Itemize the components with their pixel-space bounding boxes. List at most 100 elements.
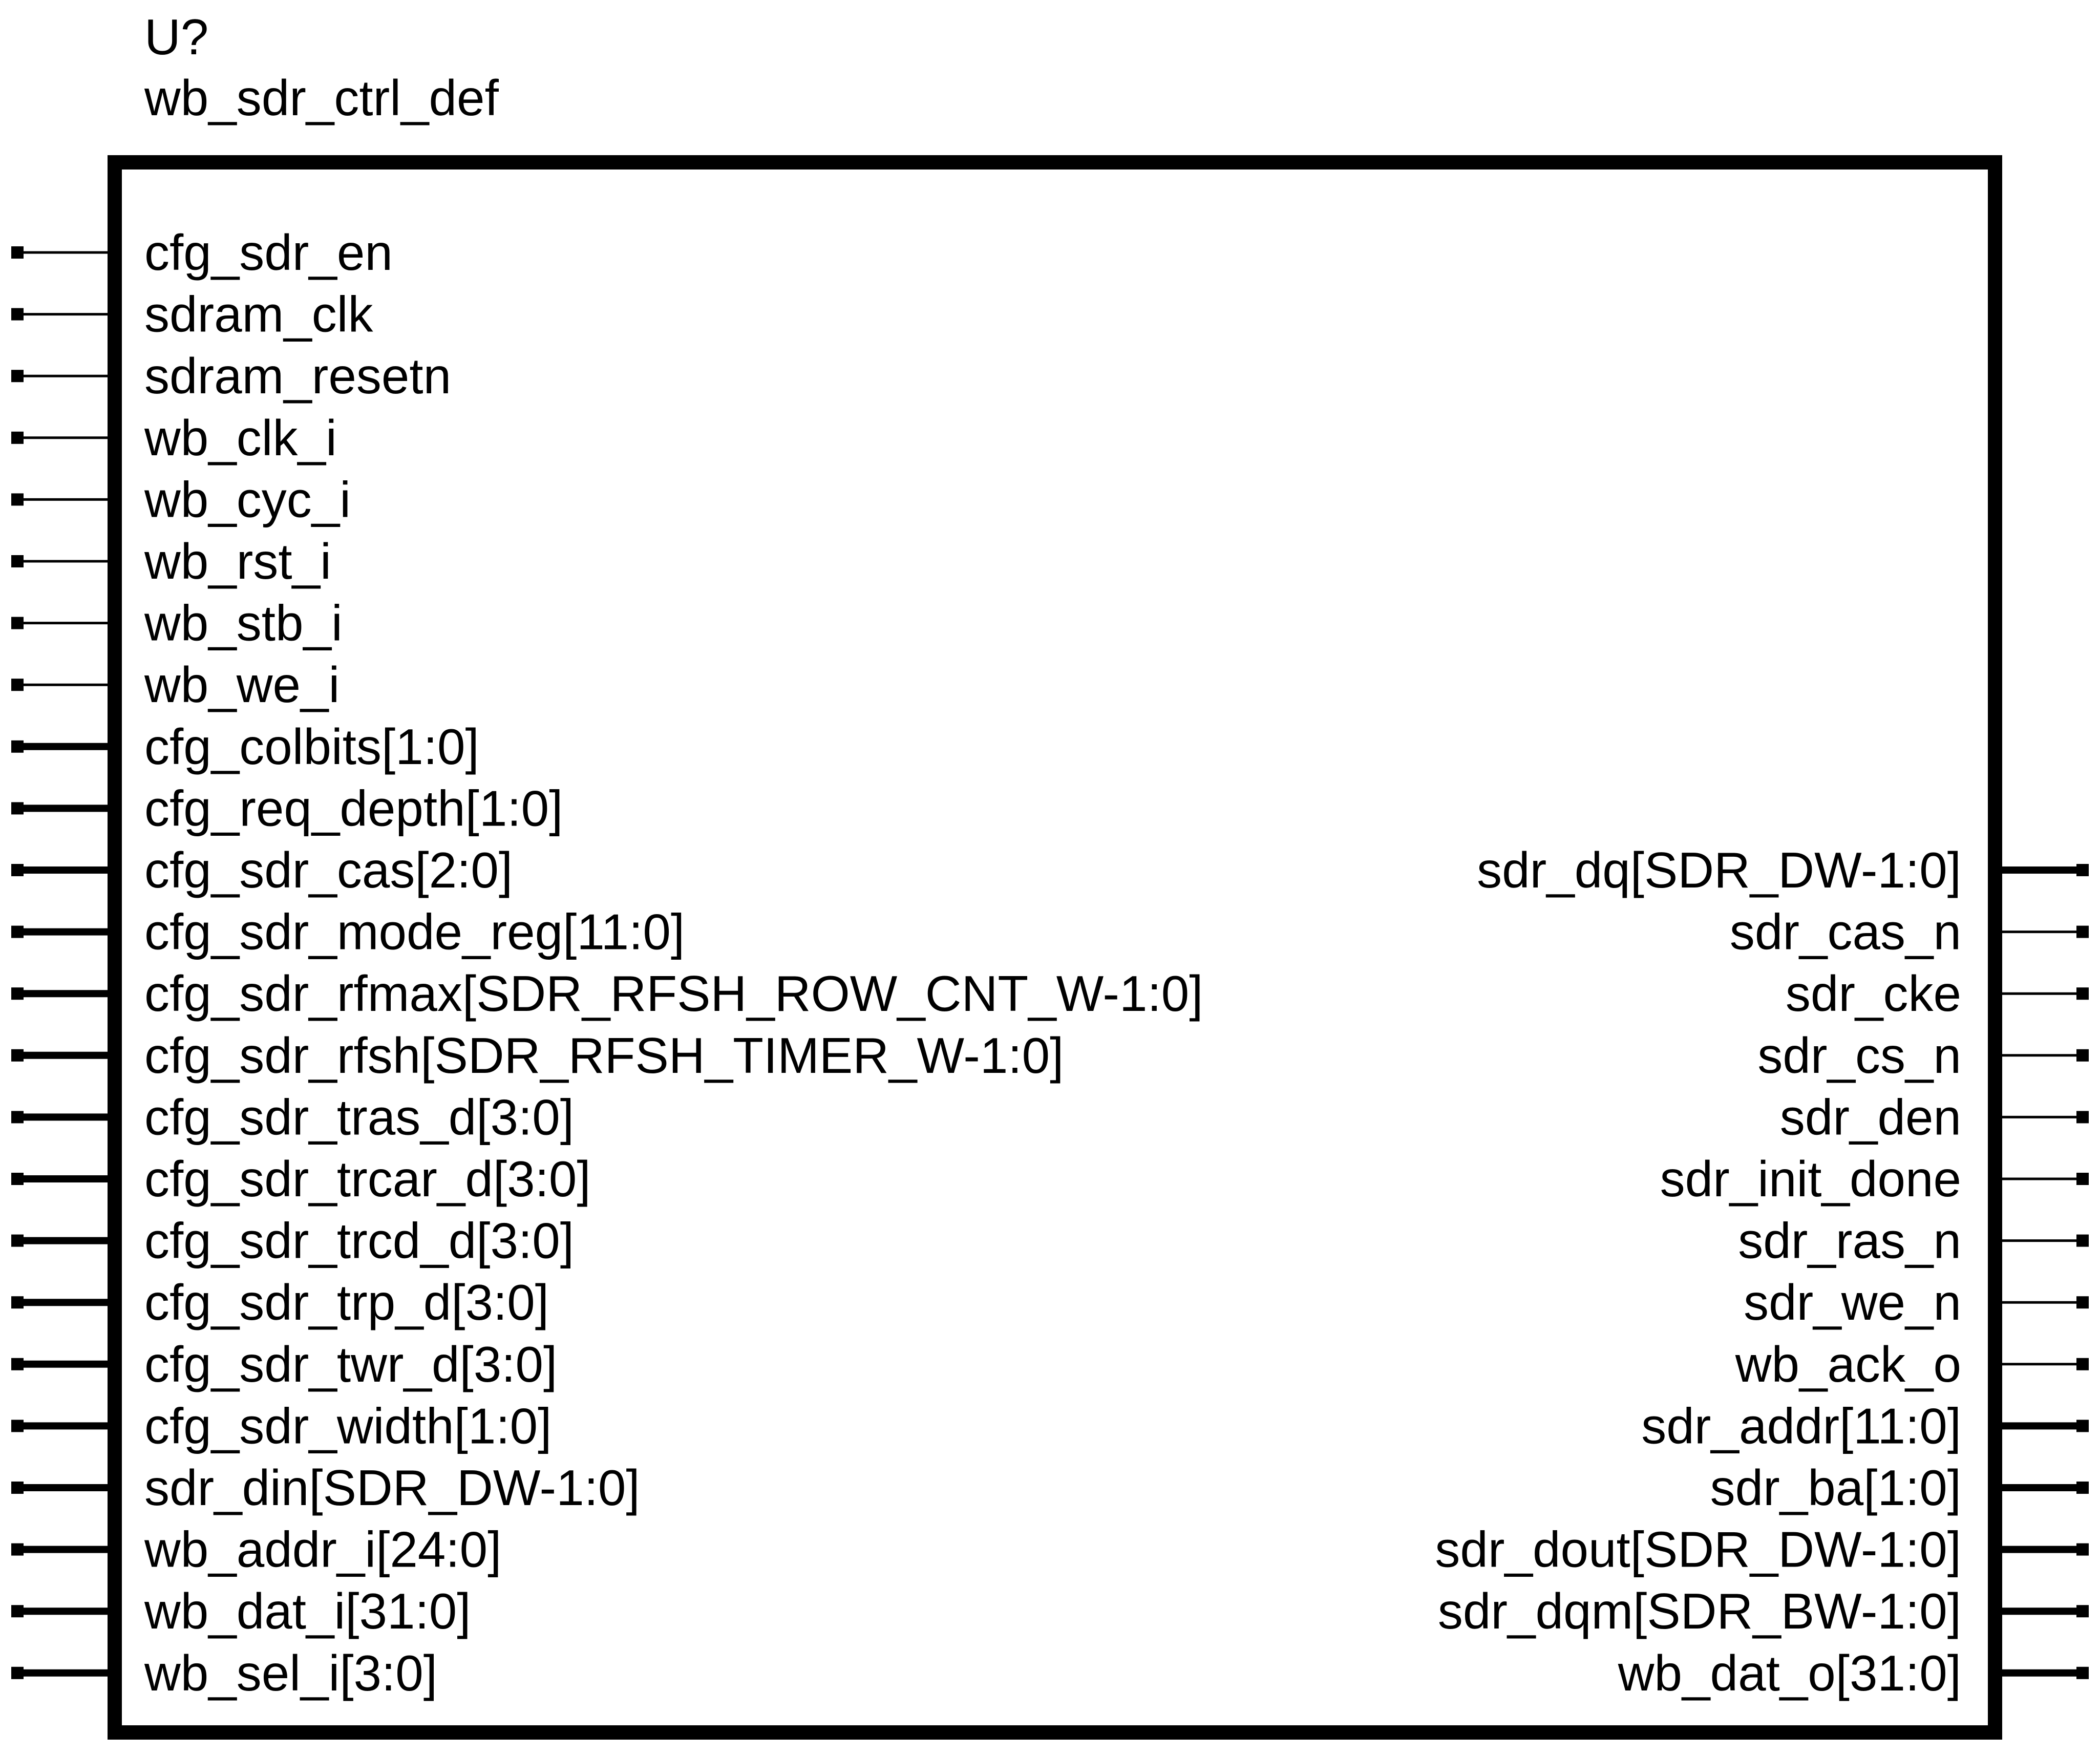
left-pin-label: cfg_sdr_width[1:0] — [144, 1398, 551, 1454]
pin-terminal[interactable] — [2076, 925, 2089, 938]
right-pin-label: wb_dat_o[31:0] — [1618, 1645, 1961, 1701]
right-pin-label: wb_ack_o — [1735, 1336, 1961, 1392]
pin-terminal[interactable] — [11, 1358, 24, 1370]
pin-terminal[interactable] — [11, 246, 24, 259]
left-pin-sdr-din-sdr-dw-1-0: sdr_din[SDR_DW-1:0] — [11, 1460, 640, 1516]
right-pin-label: sdr_cas_n — [1730, 904, 1961, 960]
pin-terminal[interactable] — [11, 1173, 24, 1185]
pin-terminal[interactable] — [2076, 864, 2089, 876]
right-pin-sdr-ba-1-0: sdr_ba[1:0] — [1710, 1460, 2089, 1516]
left-pin-cfg-sdr-width-1-0: cfg_sdr_width[1:0] — [11, 1398, 551, 1454]
pin-terminal[interactable] — [11, 802, 24, 815]
pin-terminal[interactable] — [2076, 1173, 2089, 1185]
pin-terminal[interactable] — [11, 1049, 24, 1062]
left-pin-label: sdr_din[SDR_DW-1:0] — [144, 1460, 640, 1516]
pin-terminal[interactable] — [11, 1482, 24, 1494]
pin-terminal[interactable] — [2076, 1234, 2089, 1247]
left-pin-wb-stb-i: wb_stb_i — [11, 595, 343, 651]
left-pin-wb-cyc-i: wb_cyc_i — [11, 471, 351, 527]
pin-terminal[interactable] — [11, 1296, 24, 1309]
pin-terminal[interactable] — [2076, 1605, 2089, 1618]
left-pin-label: cfg_sdr_trcar_d[3:0] — [144, 1151, 591, 1207]
pin-terminal[interactable] — [11, 1111, 24, 1124]
right-pin-label: sdr_dq[SDR_DW-1:0] — [1477, 842, 1961, 898]
right-pin-sdr-we-n: sdr_we_n — [1744, 1274, 2089, 1330]
right-pin-sdr-dout-sdr-dw-1-0: sdr_dout[SDR_DW-1:0] — [1435, 1521, 2089, 1578]
right-pin-sdr-cas-n: sdr_cas_n — [1730, 904, 2089, 960]
left-pin-wb-we-i: wb_we_i — [11, 657, 340, 713]
pin-terminal[interactable] — [11, 1605, 24, 1618]
pin-terminal[interactable] — [11, 370, 24, 383]
left-pin-wb-dat-i-31-0: wb_dat_i[31:0] — [11, 1583, 471, 1639]
left-pin-label: sdram_clk — [144, 286, 374, 343]
left-pin-label: cfg_sdr_trp_d[3:0] — [144, 1274, 549, 1330]
right-pin-wb-dat-o-31-0: wb_dat_o[31:0] — [1618, 1645, 2089, 1701]
pin-terminal[interactable] — [2076, 987, 2089, 1000]
pin-terminal[interactable] — [11, 493, 24, 506]
pin-terminal[interactable] — [11, 617, 24, 629]
component-name: wb_sdr_ctrl_def — [144, 70, 499, 126]
pin-terminal[interactable] — [2076, 1666, 2089, 1679]
right-pin-group: sdr_dq[SDR_DW-1:0] sdr_cas_nsdr_ckesdr_cs… — [1435, 842, 2089, 1701]
left-pin-label: wb_we_i — [144, 657, 340, 713]
left-pin-wb-rst-i: wb_rst_i — [11, 533, 331, 589]
left-pin-cfg-sdr-cas-2-0: cfg_sdr_cas[2:0] — [11, 842, 513, 898]
left-pin-cfg-sdr-en: cfg_sdr_en — [11, 224, 393, 281]
pin-terminal[interactable] — [11, 740, 24, 753]
left-pin-label: wb_stb_i — [144, 595, 343, 651]
pin-terminal[interactable] — [11, 987, 24, 1000]
pin-terminal[interactable] — [11, 431, 24, 444]
pin-terminal[interactable] — [2076, 1296, 2089, 1309]
component-body — [108, 155, 2002, 1740]
right-pin-sdr-init-done: sdr_init_done — [1660, 1151, 2089, 1207]
left-pin-cfg-sdr-twr-d-3-0: cfg_sdr_twr_d[3:0] — [11, 1336, 557, 1392]
left-pin-cfg-sdr-trcd-d-3-0: cfg_sdr_trcd_d[3:0] — [11, 1213, 574, 1269]
left-pin-wb-sel-i-3-0: wb_sel_i[3:0] — [11, 1645, 437, 1701]
pin-terminal[interactable] — [11, 555, 24, 567]
left-pin-cfg-colbits-1-0: cfg_colbits[1:0] — [11, 718, 479, 775]
left-pin-cfg-req-depth-1-0: cfg_req_depth[1:0] — [11, 780, 563, 836]
pin-terminal[interactable] — [2076, 1482, 2089, 1494]
left-pin-label: wb_rst_i — [144, 533, 331, 589]
right-pin-label: sdr_cke — [1786, 965, 1961, 1022]
pin-terminal[interactable] — [11, 1234, 24, 1247]
left-pin-label: wb_cyc_i — [144, 471, 351, 527]
pin-terminal[interactable] — [11, 308, 24, 321]
left-pin-label: sdram_resetn — [144, 348, 451, 404]
pin-terminal[interactable] — [11, 1666, 24, 1679]
right-pin-sdr-addr-11-0: sdr_addr[11:0] — [1641, 1398, 2089, 1454]
right-pin-label: sdr_we_n — [1744, 1274, 1961, 1330]
left-pin-label: wb_sel_i[3:0] — [144, 1645, 437, 1701]
pin-terminal[interactable] — [2076, 1543, 2089, 1556]
left-pin-sdram-resetn: sdram_resetn — [11, 348, 451, 404]
left-pin-label: cfg_colbits[1:0] — [144, 718, 479, 775]
left-pin-label: cfg_sdr_cas[2:0] — [144, 842, 513, 898]
pin-terminal[interactable] — [11, 1420, 24, 1432]
right-pin-label: sdr_den — [1780, 1089, 1961, 1145]
left-pin-label: wb_clk_i — [144, 410, 337, 466]
pin-terminal[interactable] — [2076, 1420, 2089, 1432]
right-pin-sdr-den: sdr_den — [1780, 1089, 2089, 1145]
left-pin-cfg-sdr-trcar-d-3-0: cfg_sdr_trcar_d[3:0] — [11, 1151, 591, 1207]
pin-terminal[interactable] — [2076, 1358, 2089, 1370]
right-pin-sdr-cs-n: sdr_cs_n — [1757, 1027, 2089, 1084]
left-pin-label: cfg_sdr_trcd_d[3:0] — [144, 1213, 574, 1269]
left-pin-label: cfg_sdr_tras_d[3:0] — [144, 1089, 574, 1145]
component-refdes: U? — [144, 9, 208, 65]
left-pin-label: cfg_sdr_twr_d[3:0] — [144, 1336, 557, 1392]
pin-terminal[interactable] — [11, 925, 24, 938]
pin-terminal[interactable] — [11, 864, 24, 876]
left-pin-sdram-clk: sdram_clk — [11, 286, 374, 343]
pin-terminal[interactable] — [11, 1543, 24, 1556]
left-pin-cfg-sdr-rfmax-sdr-rfsh-row-cnt-w-1-0: cfg_sdr_rfmax[SDR_RFSH_ROW_CNT_W-1:0] — [11, 965, 1203, 1022]
right-pin-label: sdr_dout[SDR_DW-1:0] — [1435, 1521, 1961, 1578]
right-pin-label: sdr_dqm[SDR_BW-1:0] — [1438, 1583, 1961, 1639]
pin-terminal[interactable] — [2076, 1049, 2089, 1062]
right-pin-sdr-dqm-sdr-bw-1-0: sdr_dqm[SDR_BW-1:0] — [1438, 1583, 2089, 1639]
right-pin-label: sdr_cs_n — [1757, 1027, 1961, 1084]
left-pin-label: cfg_sdr_rfmax[SDR_RFSH_ROW_CNT_W-1:0] — [144, 965, 1203, 1022]
pin-terminal[interactable] — [11, 679, 24, 691]
right-pin-label: sdr_addr[11:0] — [1641, 1398, 1961, 1454]
pin-terminal[interactable] — [2076, 1111, 2089, 1124]
